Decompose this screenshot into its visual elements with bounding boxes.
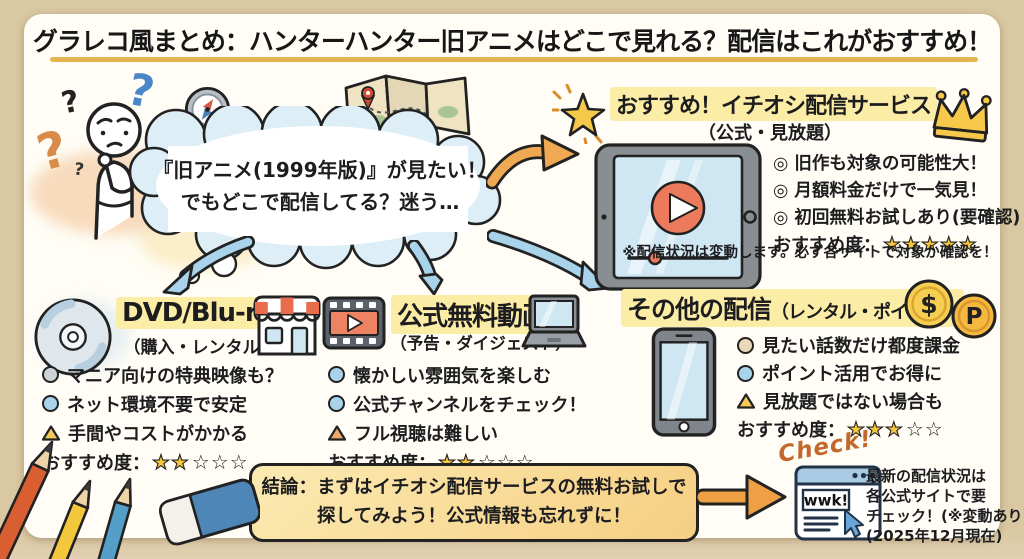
store-icon: [253, 295, 321, 356]
arrow-to-free-video-icon: [407, 240, 444, 296]
other-heading-text: その他の配信: [627, 295, 772, 324]
browser-label-text: wwk!: [804, 492, 849, 510]
rating-label: おすすめ度：: [737, 420, 845, 441]
other-bullet-list: 見たい話数だけ都度課金 ポイント活用でお得に 見放題ではない場合も おすすめ度：…: [737, 331, 960, 443]
title-underline: [50, 57, 978, 62]
bullet-text: 見たい話数だけ都度課金: [762, 336, 960, 357]
dvd-disc-icon: [34, 298, 112, 376]
sparkle-star-icon: [552, 84, 606, 144]
footer-note-line: 最新の配信状況は: [866, 467, 987, 485]
recommended-heading-text: おすすめ！イチオシ配信サービス: [610, 87, 938, 121]
bullet-circle-tan-icon: [737, 336, 754, 354]
stars-filled: ★★★: [846, 416, 904, 441]
list-item: 懐かしい雰囲気を楽しむ: [328, 360, 586, 389]
eraser-icon: [159, 478, 260, 546]
free-video-heading-text: 公式無料動画: [391, 295, 554, 334]
rating-row: おすすめ度： ★★★ ☆☆: [737, 415, 960, 443]
stars-empty: ☆☆: [905, 417, 944, 441]
list-item: 公式チャンネルをチェック！: [328, 389, 586, 418]
point-symbol: P: [966, 304, 983, 330]
conclusion-banner: 結論：まずはイチオシ配信サービスの無料お試しで 探してみよう！公式情報も忘れずに…: [249, 463, 699, 542]
smartphone-icon: [651, 327, 717, 437]
list-item: ◎ 月額料金だけで一気見！: [773, 176, 1020, 203]
arrow-to-dvd-icon: [162, 236, 255, 296]
list-item: ◎ 旧作も対象の可能性大！: [773, 149, 1020, 176]
free-video-heading: 公式無料動画: [391, 295, 554, 334]
conclusion-line-2: 探してみよう！公式情報も忘れずに！: [317, 505, 631, 527]
thought-text: 『旧アニメ(1999年版)』が見たい！ でもどこで配信してる？迷う…: [128, 154, 512, 218]
bullet-triangle-yellow-icon: [737, 393, 755, 409]
bullet-circle-blue-icon: [328, 366, 345, 383]
tablet-player-icon: [594, 143, 762, 291]
bullet-text: ポイント活用でお得に: [762, 364, 942, 385]
bullet-circle-gray-icon: [42, 366, 59, 383]
dollar-symbol: $: [920, 290, 937, 319]
recommended-heading: おすすめ！イチオシ配信サービス: [610, 87, 938, 121]
blue-pencil-icon: [83, 477, 133, 559]
footer-note-line: チェック！(※変動あり): [866, 507, 1024, 525]
list-item: ポイント活用でお得に: [737, 359, 960, 387]
bullet-text: 見放題ではない場合も: [763, 392, 943, 413]
page-title: グラレコ風まとめ：ハンターハンター旧アニメはどこで見れる？配信はこれがおすすめ！: [32, 27, 992, 56]
rating-row: おすすめ度： ★★ ☆☆☆: [42, 447, 283, 476]
thought-line-1: 『旧アニメ(1999年版)』が見たい！: [153, 158, 487, 182]
laptop-icon: [521, 294, 587, 348]
bullet-text: 手間やコストがかかる: [68, 423, 248, 445]
thought-cloud-shape: [128, 100, 502, 285]
stars-empty: ☆☆☆: [191, 449, 249, 474]
film-clip-icon: [322, 296, 386, 350]
bullet-text: ネット環境不要で安定: [67, 394, 247, 416]
bullet-circle-blue-icon: [737, 364, 754, 382]
bullet-text: マニア向けの特典映像も？: [67, 365, 283, 387]
list-item: マニア向けの特典映像も？: [42, 360, 283, 389]
browser-window-icon: wwk!: [794, 465, 882, 541]
list-item: ネット環境不要で安定: [42, 389, 283, 418]
bullet-text: ◎ 旧作も対象の可能性大！: [773, 154, 987, 174]
thought-cloud: 『旧アニメ(1999年版)』が見たい！ でもどこで配信してる？迷う…: [128, 100, 512, 288]
dvd-bullet-list: マニア向けの特典映像も？ ネット環境不要で安定 手間やコストがかかる おすすめ度…: [42, 360, 283, 476]
bullet-text: 公式チャンネルをチェック！: [353, 394, 587, 416]
list-item: 見放題ではない場合も: [737, 387, 960, 415]
recommended-subtitle: （公式・見放題）: [698, 123, 842, 144]
arrow-to-recommended-icon: [486, 134, 580, 190]
free-video-bullet-list: 懐かしい雰囲気を楽しむ 公式チャンネルをチェック！ フル視聴は難しい おすすめ度…: [328, 360, 586, 476]
arrow-to-check-icon: [697, 474, 787, 520]
bullet-text: 懐かしい雰囲気を楽しむ: [353, 365, 551, 387]
list-item: 見たい話数だけ都度課金: [737, 331, 960, 359]
thinking-person-icon: [86, 102, 142, 240]
bullet-circle-blue-icon: [328, 395, 345, 412]
coins-icon: $ P: [904, 279, 997, 339]
bullet-triangle-orange-icon: [328, 424, 346, 441]
recommended-note: ※配信状況は変動します。必ず各サイトで対象か確認を！: [622, 245, 998, 261]
rating-row: おすすめ度： ★★★★★: [773, 230, 1020, 257]
footer-note-line: (2025年12月現在): [866, 527, 1003, 545]
conclusion-line-1: 結論：まずはイチオシ配信サービスの無料お試しで: [261, 476, 687, 498]
bullet-circle-blue-icon: [42, 395, 59, 412]
thought-line-2: でもどこで配信してる？迷う…: [180, 190, 460, 214]
pencils-eraser-decoration: [0, 440, 260, 559]
crown-icon: [932, 88, 992, 143]
stars-filled: ★★★★★: [882, 231, 978, 256]
footer-note-text: 最新の配信状況は 各公式サイトで要 チェック！(※変動あり) (2025年12月…: [866, 466, 1024, 546]
recommended-bullet-list: ◎ 旧作も対象の可能性大！ ◎ 月額料金だけで一気見！ ◎ 初回無料お試しあり(…: [773, 149, 1020, 257]
dvd-subtitle: （購入・レンタル）: [123, 338, 277, 358]
bullet-text: ◎ 月額料金だけで一気見！: [773, 181, 987, 201]
list-item: フル視聴は難しい: [328, 418, 586, 447]
footer-note-line: 各公式サイトで要: [866, 487, 987, 505]
rating-label: おすすめ度：: [42, 452, 150, 474]
rating-label: おすすめ度：: [773, 234, 881, 256]
bullet-text: ◎ 初回無料お試しあり(要確認): [773, 208, 1021, 228]
bullet-text: フル視聴は難しい: [354, 423, 498, 445]
bullet-triangle-yellow-icon: [42, 424, 60, 441]
list-item: ◎ 初回無料お試しあり(要確認): [773, 203, 1020, 230]
stars-filled: ★★: [151, 449, 190, 474]
list-item: 手間やコストがかかる: [42, 418, 283, 447]
yellow-pencil-icon: [29, 479, 92, 559]
red-pencil-icon: [0, 440, 54, 559]
